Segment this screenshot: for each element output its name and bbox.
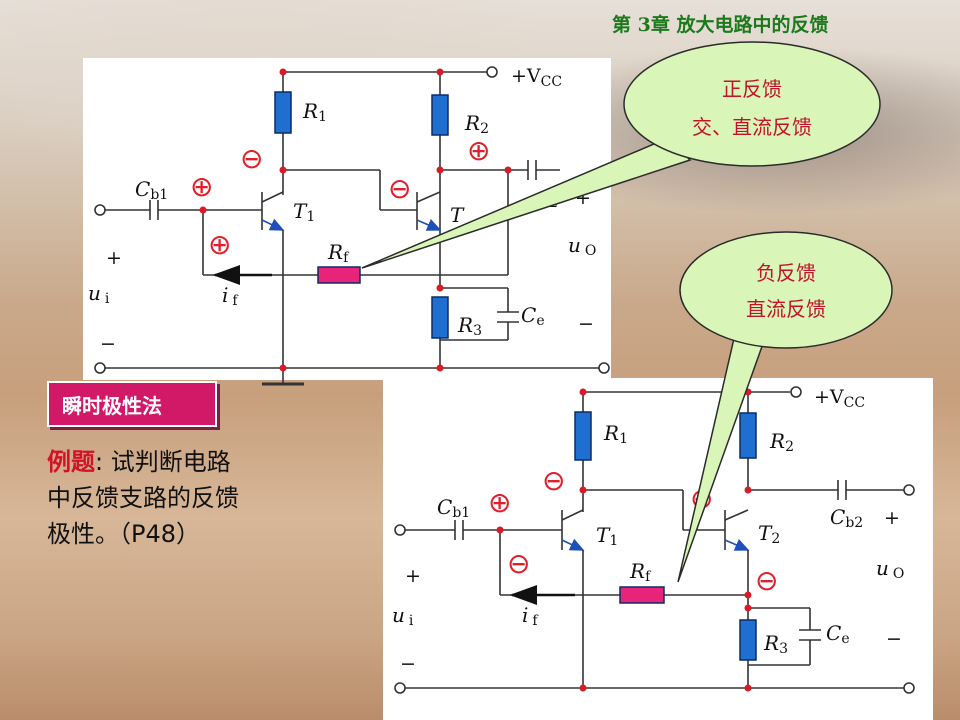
c1-resistor-r2 [431,94,449,136]
c2-rf-label: Rf [629,559,652,585]
c1-input-minus: − [100,333,116,355]
c2-t2-label: T2 [758,521,780,547]
c1-t1-label: T1 [293,199,315,225]
c1-minus-sign-t2-base: ⊖ [388,172,411,205]
c1-resistor-r3 [431,296,449,339]
c1-rf-label: Rf [327,240,350,266]
c1-resistor-rf [317,266,361,284]
c1-vcc-terminal [486,66,498,78]
c2-t1-label: T1 [596,523,618,549]
c2-input-terminal [394,524,406,536]
c2-resistor-r3 [739,619,757,661]
c2-output-ground-terminal [903,682,915,694]
method-badge: 瞬时极性法 [47,381,217,427]
c2-cb2-label: Cb2 [830,505,863,531]
c1-minus-sign-t1-collector: ⊖ [240,142,263,175]
c2-resistor-r1 [574,411,592,461]
bubble-bottom-line2: 直流反馈 [746,297,826,321]
c1-input-ground-terminal [94,362,106,374]
c1-output-ground-terminal [598,362,610,374]
c1-plus-sign-t1-base: ⊕ [190,170,213,203]
c1-cb1-label: Cb1 [135,177,168,203]
c2-ce-label: Ce [826,621,850,647]
c1-r2-label: R2 [464,111,489,137]
c2-output-minus: − [886,628,902,650]
c2-resistor-rf [619,586,665,604]
c1-plus-sign-feedback: ⊕ [208,228,231,261]
c2-nodes [496,388,752,692]
c1-input-terminal [94,204,106,216]
circuit-2 [405,391,904,689]
callout-negative-feedback: 负反馈 直流反馈 [677,231,893,583]
c2-input-plus: + [405,565,421,587]
c2-vcc-terminal [790,386,802,398]
c1-r3-label: R3 [457,313,482,339]
c2-resistor-r2 [739,412,757,459]
c2-minus-sign-t2-emitter: ⊖ [755,564,778,597]
c2-plus-sign-t1-base: ⊕ [488,486,511,519]
c1-vcc-label: +VCC [511,65,562,90]
c2-output-terminal [903,484,915,496]
c1-resistor-r1 [274,91,292,134]
c2-minus-sign-t1-collector: ⊖ [542,464,565,497]
example-line-2: 中反馈支路的反馈 [47,484,239,512]
c2-output-plus: + [884,507,900,529]
c1-ce-label: Ce [521,303,545,329]
circuit-panel-bottom [383,378,933,720]
c2-vcc-label: +VCC [814,386,865,411]
bubble-top-line2: 交、直流反馈 [692,115,812,139]
callout-positive-feedback: 正反馈 交、直流反馈 [361,41,881,269]
c2-r1-label: R1 [603,421,628,447]
c1-nodes [199,68,512,372]
c1-output-minus: − [578,313,594,335]
c2-minus-sign-feedback: ⊖ [507,547,530,580]
c1-plus-sign-t2-collector: ⊕ [467,134,490,167]
bubble-bottom-line1: 负反馈 [756,261,816,285]
example-line-3: 极性。（P48） [47,520,201,548]
circuit-1 [105,71,600,386]
c2-r3-label: R3 [763,631,788,657]
c1-t2-label: T [450,203,465,227]
slide-title: 第 3章 放大电路中的反馈 [612,14,829,36]
c1-input-plus: + [106,247,122,269]
c2-cb1-label: Cb1 [437,495,470,521]
example-line-1: : 试判断电路 [95,448,231,476]
c2-input-ground-terminal [394,682,406,694]
example-label: 例题 [47,448,95,476]
c2-input-minus: − [400,653,416,675]
c2-r2-label: R2 [769,429,794,455]
example-text: 例题: 试判断电路 中反馈支路的反馈 极性。（P48） [47,444,347,552]
circuit-panel-top [83,58,611,380]
c1-r1-label: R1 [302,99,327,125]
bubble-top-line1: 正反馈 [722,77,782,101]
